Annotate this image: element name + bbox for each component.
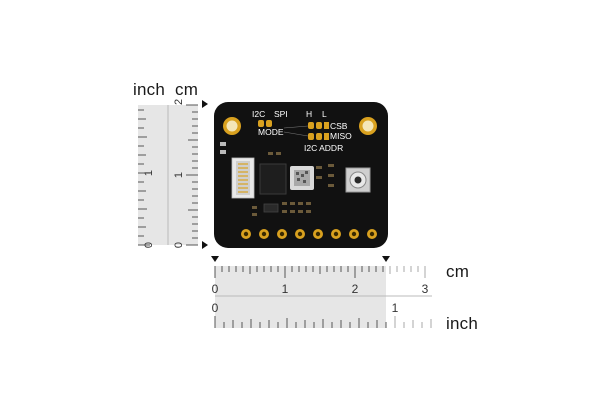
h-cm-tick-3: 3 bbox=[422, 282, 429, 296]
h-inch-tick-0: 0 bbox=[212, 301, 219, 315]
csb-jumper bbox=[308, 122, 322, 129]
vertical-ruler: 0 1 0 1 2 bbox=[138, 99, 208, 249]
csb-pad bbox=[324, 122, 329, 129]
header-pins bbox=[241, 229, 377, 239]
horizontal-ruler-right-marker bbox=[382, 256, 390, 262]
miso-pad bbox=[324, 133, 329, 140]
inch-tick-1: 1 bbox=[143, 170, 155, 176]
inch-scale-ticks bbox=[138, 109, 150, 246]
cm-scale-ticks-horizontal bbox=[214, 266, 384, 278]
sensor-breakout-board: I2C SPI H L CSB MODE MISO I2C ADDR bbox=[214, 102, 388, 248]
vertical-ruler-inch-unit: inch bbox=[133, 80, 165, 99]
vertical-ruler-cm-unit: cm bbox=[175, 80, 199, 99]
inch-tick-0: 0 bbox=[143, 242, 155, 248]
vertical-ruler-top-marker bbox=[202, 100, 208, 108]
horizontal-ruler-left-marker bbox=[211, 256, 219, 262]
silk-hl-h: H bbox=[306, 109, 312, 119]
silk-addr-caption: I2C ADDR bbox=[304, 143, 343, 153]
silk-mode-left: I2C bbox=[252, 109, 265, 119]
regulator bbox=[263, 203, 279, 213]
horizontal-ruler: 0 1 2 3 0 1 bbox=[211, 256, 432, 328]
mounting-hole-right-inner bbox=[362, 120, 374, 132]
horizontal-ruler-shaded-band bbox=[215, 266, 386, 328]
cm-tick-0: 0 bbox=[173, 242, 185, 248]
horizontal-ruler-inch-unit: inch bbox=[446, 314, 478, 333]
smd-components bbox=[252, 152, 334, 216]
cm-tick-2: 2 bbox=[173, 99, 185, 105]
silk-pin-csb: CSB bbox=[330, 121, 348, 131]
miso-jumper bbox=[308, 133, 322, 140]
horizontal-ruler-cm-unit: cm bbox=[446, 262, 470, 281]
mounting-hole-left-inner bbox=[226, 120, 238, 132]
mode-jumper bbox=[258, 120, 272, 127]
inch-scale-ticks-horizontal bbox=[214, 316, 387, 328]
vertical-ruler-bottom-marker bbox=[202, 241, 208, 249]
cm-tick-1: 1 bbox=[173, 172, 185, 178]
silk-mode-caption: MODE bbox=[258, 127, 284, 137]
inch-scale-ticks-outside bbox=[394, 316, 432, 328]
main-chip bbox=[259, 163, 287, 195]
silk-mode-right: SPI bbox=[274, 109, 288, 119]
h-cm-tick-1: 1 bbox=[282, 282, 289, 296]
h-inch-tick-1: 1 bbox=[392, 301, 399, 315]
cm-scale-ticks-outside bbox=[389, 266, 426, 278]
cm-scale-ticks bbox=[186, 104, 198, 246]
silk-hl-l: L bbox=[322, 109, 327, 119]
h-cm-tick-2: 2 bbox=[352, 282, 359, 296]
h-cm-tick-0: 0 bbox=[212, 282, 219, 296]
silk-pin-miso: MISO bbox=[330, 131, 352, 141]
